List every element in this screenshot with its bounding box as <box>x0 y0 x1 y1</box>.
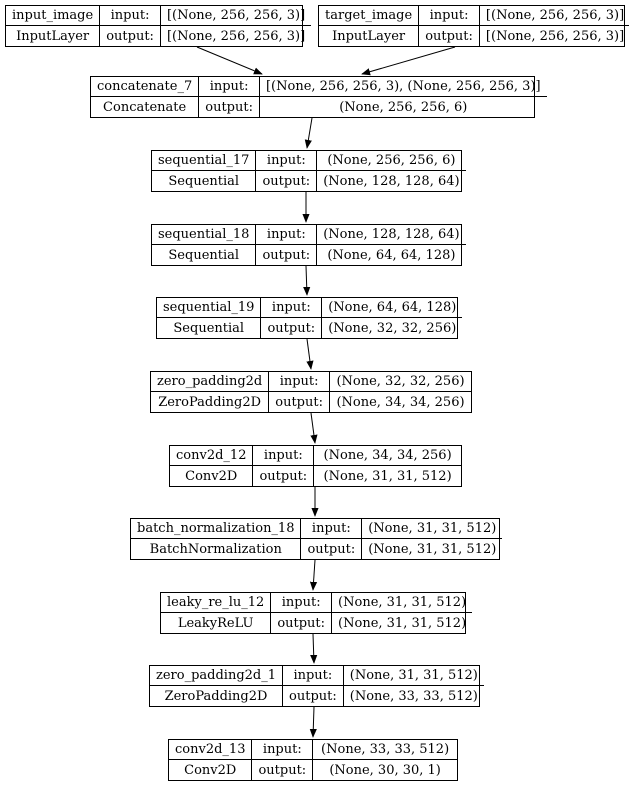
output-label: output: <box>419 26 480 46</box>
output-label: output: <box>199 97 260 117</box>
layer-class: InputLayer <box>6 26 101 46</box>
node-batch-normalization-18: batch_normalization_18 input: (None, 31,… <box>130 518 503 560</box>
input-shape: (None, 128, 128, 64) <box>317 225 466 245</box>
input-shape: (None, 31, 31, 512) <box>332 593 473 613</box>
input-label: input: <box>283 666 344 686</box>
input-label: input: <box>256 225 318 245</box>
node-sequential-18: sequential_18 input: (None, 128, 128, 64… <box>151 224 466 266</box>
node-target-image: target_image input: [(None, 256, 256, 3)… <box>318 5 629 47</box>
input-shape: [(None, 256, 256, 3)] <box>479 6 629 26</box>
node-input-image: input_image input: [(None, 256, 256, 3)]… <box>5 5 312 47</box>
layer-name: conv2d_13 <box>169 740 253 760</box>
output-label: output: <box>271 613 333 633</box>
node-zero-padding2d: zero_padding2d input: (None, 32, 32, 256… <box>150 371 472 413</box>
layer-name: zero_padding2d_1 <box>150 666 284 686</box>
output-shape: (None, 32, 32, 256) <box>328 320 457 336</box>
layer-class: InputLayer <box>319 26 420 46</box>
node-sequential-19: sequential_19 input: (None, 64, 64, 128)… <box>156 297 463 339</box>
layer-class: BatchNormalization <box>131 539 302 559</box>
output-label: output: <box>256 245 318 265</box>
layer-class: Sequential <box>157 318 262 338</box>
output-label: output: <box>253 466 315 486</box>
input-label: input: <box>301 519 363 539</box>
output-label: output: <box>269 392 330 412</box>
edge-sequential-18-to-sequential-19 <box>303 265 311 296</box>
output-shape: (None, 64, 64, 128) <box>327 247 456 263</box>
layer-class: ZeroPadding2D <box>151 392 270 412</box>
node-conv2d-13: conv2d_13 input: (None, 33, 33, 512) Con… <box>168 739 458 781</box>
output-label: output: <box>256 171 318 191</box>
edge-sequential-19-to-zero-padding2d <box>306 338 314 370</box>
output-shape: (None, 256, 256, 6) <box>339 99 468 115</box>
layer-class: Conv2D <box>169 760 253 780</box>
layer-class: LeakyReLU <box>161 613 272 633</box>
input-shape: (None, 33, 33, 512) <box>313 740 457 760</box>
layer-name: input_image <box>6 6 101 26</box>
layer-class: Concatenate <box>91 97 200 117</box>
layer-name: sequential_19 <box>157 298 262 318</box>
node-conv2d-12: conv2d_12 input: (None, 34, 34, 256) Con… <box>169 445 462 487</box>
output-shape: (None, 128, 128, 64) <box>323 173 460 189</box>
edge-leaky-re-lu-to-zero-padding2d-1 <box>310 633 318 664</box>
node-concatenate-7: concatenate_7 input: [(None, 256, 256, 3… <box>90 76 547 118</box>
input-shape: (None, 256, 256, 6) <box>317 151 466 171</box>
edge-input-image-to-concatenate <box>196 46 263 75</box>
layer-name: sequential_17 <box>152 151 257 171</box>
output-shape: (None, 31, 31, 512) <box>338 615 467 631</box>
input-label: input: <box>419 6 480 26</box>
layer-name: sequential_18 <box>152 225 257 245</box>
output-shape: [(None, 256, 256, 3)] <box>485 28 625 44</box>
input-label: input: <box>261 298 323 318</box>
edge-batch-normalization-to-leaky-re-lu <box>309 559 318 591</box>
edge-concatenate-to-sequential-17 <box>304 117 313 149</box>
input-label: input: <box>100 6 161 26</box>
node-sequential-17: sequential_17 input: (None, 256, 256, 6)… <box>151 150 466 192</box>
layer-name: concatenate_7 <box>91 77 200 97</box>
output-label: output: <box>301 539 363 559</box>
output-label: output: <box>283 686 344 706</box>
input-shape: (None, 64, 64, 128) <box>322 298 463 318</box>
input-label: input: <box>199 77 260 97</box>
output-shape: [(None, 256, 256, 3)] <box>166 28 306 44</box>
input-label: input: <box>256 151 318 171</box>
output-label: output: <box>100 26 161 46</box>
layer-class: ZeroPadding2D <box>150 686 284 706</box>
input-label: input: <box>271 593 333 613</box>
output-label: output: <box>261 318 323 338</box>
output-shape: (None, 31, 31, 512) <box>323 468 452 484</box>
input-label: input: <box>253 446 315 466</box>
node-leaky-re-lu-12: leaky_re_lu_12 input: (None, 31, 31, 512… <box>160 592 473 634</box>
layer-name: zero_padding2d <box>151 372 270 392</box>
output-shape: (None, 30, 30, 1) <box>329 762 441 778</box>
edge-target-image-to-concatenate <box>361 46 456 76</box>
layer-name: target_image <box>319 6 420 26</box>
edge-zero-padding2d-1-to-conv2d-13 <box>309 706 317 738</box>
node-zero-padding2d-1: zero_padding2d_1 input: (None, 31, 31, 5… <box>149 665 484 707</box>
output-shape: (None, 34, 34, 256) <box>336 394 465 410</box>
output-shape: (None, 31, 31, 512) <box>368 541 497 557</box>
input-shape: [(None, 256, 256, 3)] <box>160 6 312 26</box>
input-label: input: <box>252 740 314 760</box>
output-label: output: <box>252 760 314 780</box>
input-shape: (None, 34, 34, 256) <box>314 446 461 466</box>
layer-class: Conv2D <box>170 466 254 486</box>
edge-zero-padding2d-to-conv2d-12 <box>310 412 318 444</box>
layer-name: batch_normalization_18 <box>131 519 302 539</box>
input-label: input: <box>269 372 330 392</box>
input-shape: (None, 32, 32, 256) <box>329 372 471 392</box>
output-shape: (None, 33, 33, 512) <box>349 688 478 704</box>
input-shape: [(None, 256, 256, 3), (None, 256, 256, 3… <box>259 77 547 97</box>
layer-class: Sequential <box>152 171 257 191</box>
layer-name: leaky_re_lu_12 <box>161 593 272 613</box>
input-shape: (None, 31, 31, 512) <box>343 666 484 686</box>
layer-class: Sequential <box>152 245 257 265</box>
layer-name: conv2d_12 <box>170 446 254 466</box>
input-shape: (None, 31, 31, 512) <box>362 519 503 539</box>
